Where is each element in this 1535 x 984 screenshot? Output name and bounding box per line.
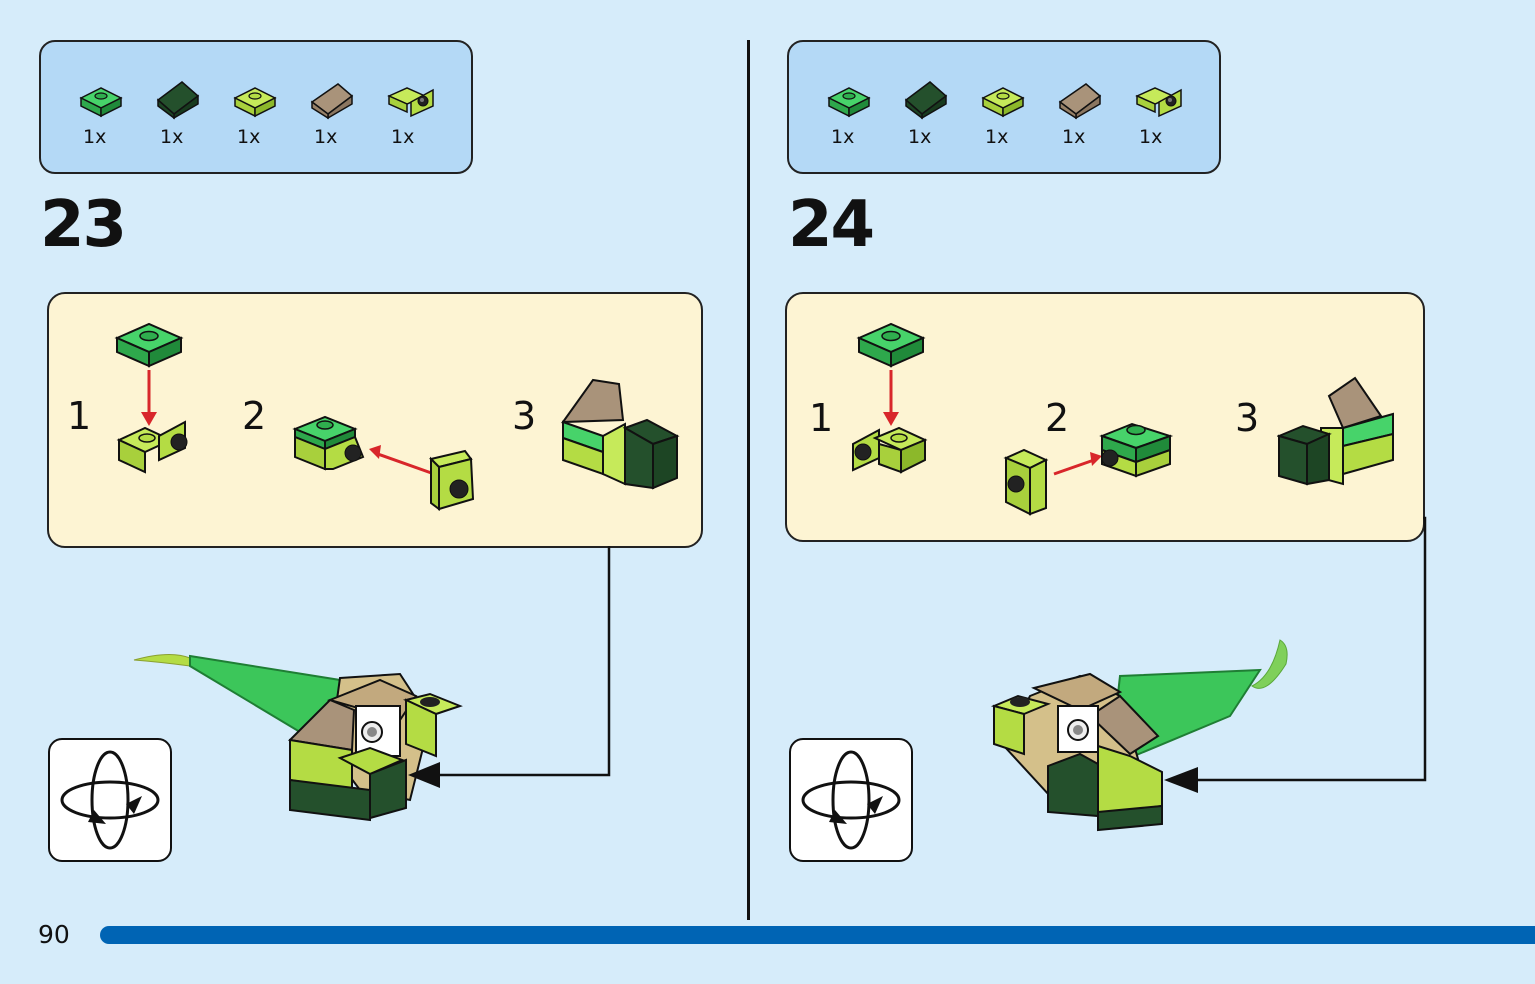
- part-quantity: 1x: [1139, 126, 1163, 148]
- rotate-icon: [60, 750, 160, 850]
- substep-number: 2: [242, 394, 267, 438]
- lime-bracket-icon: [1135, 87, 1182, 118]
- part-quantity: 1x: [314, 126, 338, 148]
- substep-number: 3: [1235, 396, 1260, 440]
- page-progress-bar: [100, 926, 1535, 944]
- part-bright-green-plate: 1x: [827, 78, 887, 148]
- part-quantity: 1x: [985, 126, 1009, 148]
- step-number-23: 23: [40, 188, 127, 262]
- part-tan-slope: 1x: [1058, 78, 1118, 148]
- part-quantity: 1x: [160, 126, 184, 148]
- part-quantity: 1x: [83, 126, 107, 148]
- part-quantity: 1x: [391, 126, 415, 148]
- substep-2-illustration: [1003, 422, 1174, 516]
- lime-plate-icon: [233, 87, 277, 118]
- tan-slope-icon: [310, 83, 354, 120]
- sub-assembly-box-step-23: 1 2 3: [47, 292, 703, 548]
- rotate-model-button-step-23[interactable]: [48, 738, 172, 862]
- page-divider: [747, 40, 750, 920]
- part-quantity: 1x: [831, 126, 855, 148]
- substep-number: 1: [809, 396, 834, 440]
- part-quantity: 1x: [237, 126, 261, 148]
- lime-plate-icon: [981, 87, 1025, 118]
- parts-list-step-24: 1x 1x 1x 1x 1x: [787, 40, 1221, 174]
- lime-bracket-icon: [387, 87, 434, 118]
- rotate-model-button-step-24[interactable]: [789, 738, 913, 862]
- substep-number: 3: [512, 394, 537, 438]
- rotate-icon: [801, 750, 901, 850]
- part-dark-green-slope: 1x: [904, 78, 964, 148]
- substep-3-illustration: [561, 378, 680, 490]
- assembled-model-step-23: [133, 654, 463, 822]
- substep-number: 2: [1045, 396, 1070, 440]
- substep-2-illustration: [292, 415, 475, 511]
- page-number: 90: [38, 920, 70, 949]
- substep-3-illustration: [1277, 376, 1394, 486]
- tan-slope-icon: [1058, 83, 1102, 120]
- part-lime-plate: 1x: [981, 78, 1041, 148]
- part-tan-slope: 1x: [310, 78, 370, 148]
- part-lime-plate: 1x: [233, 78, 293, 148]
- dark-green-slope-icon: [904, 81, 948, 120]
- parts-list-step-23: 1x 1x 1x 1x 1x: [39, 40, 473, 174]
- bright-green-plate-icon: [79, 87, 123, 118]
- sub-assembly-box-step-24: 1 2 3: [785, 292, 1425, 542]
- dark-green-slope-icon: [156, 81, 200, 120]
- bright-green-plate-icon: [827, 87, 871, 118]
- part-dark-green-slope: 1x: [156, 78, 216, 148]
- assembled-model-step-24: [990, 639, 1288, 832]
- part-lime-bracket: 1x: [387, 78, 447, 148]
- part-quantity: 1x: [908, 126, 932, 148]
- substep-number: 1: [67, 394, 92, 438]
- part-lime-bracket: 1x: [1135, 78, 1195, 148]
- substep-1-illustration: [114, 322, 188, 474]
- step-number-24: 24: [788, 188, 875, 262]
- substep-1-illustration: [852, 322, 928, 474]
- part-bright-green-plate: 1x: [79, 78, 139, 148]
- part-quantity: 1x: [1062, 126, 1086, 148]
